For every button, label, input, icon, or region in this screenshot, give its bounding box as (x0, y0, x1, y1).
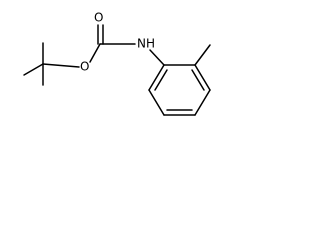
ring-bond-6 (148, 64, 165, 91)
atom-label-ester-oxygen: O (80, 60, 89, 74)
atom-label-carbonyl-oxygen: O (94, 11, 103, 25)
ring-inner-double-1 (191, 69, 205, 91)
bond-oxygen-carbonyl-carbon (89, 43, 101, 63)
molecule-drawing: O O NH (23, 11, 211, 116)
ring-bond-3 (194, 89, 211, 116)
ring-bond-5 (148, 89, 165, 116)
atom-label-amine: NH (137, 37, 155, 51)
bond-tbu-methyl-left (23, 63, 44, 76)
bond-nitrogen-ring (149, 49, 165, 66)
chemical-structure: O O NH (0, 0, 226, 150)
ring-inner-double-3 (154, 69, 168, 91)
bond-tbu-oxygen (42, 63, 80, 68)
ring-bond-2 (194, 64, 211, 91)
bond-ring-methyl (194, 44, 211, 66)
